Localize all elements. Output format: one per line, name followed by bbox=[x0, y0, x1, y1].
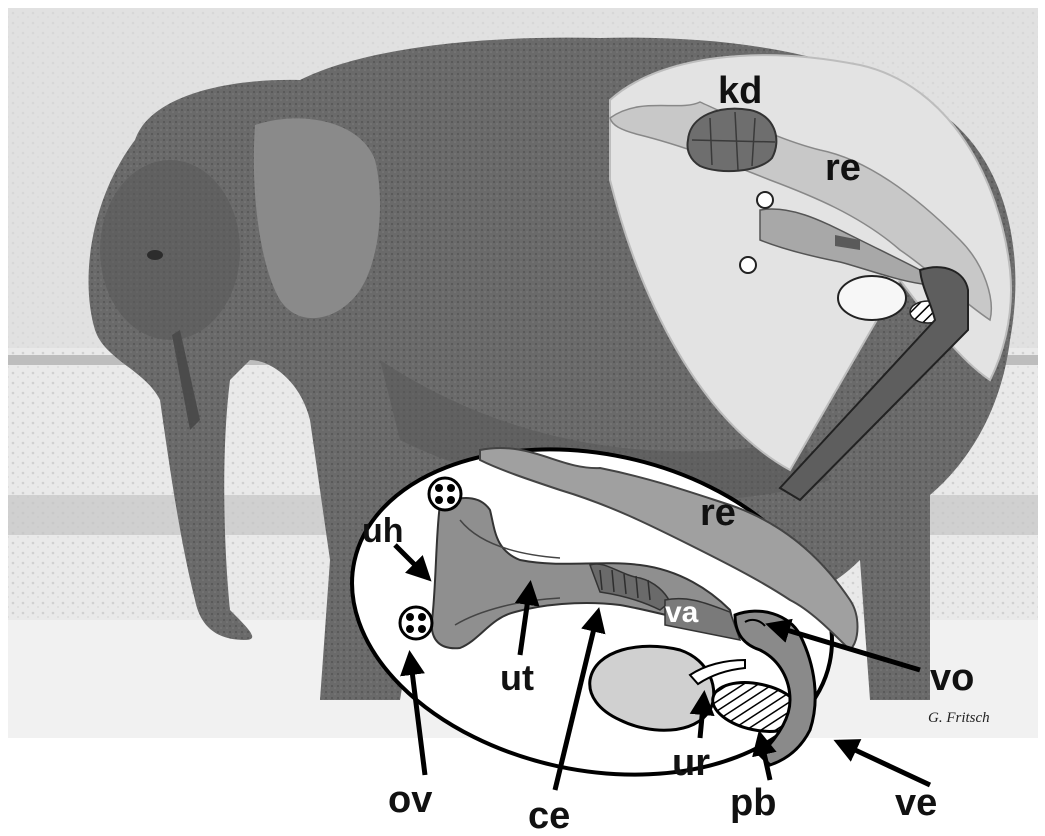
label-ve: ve bbox=[895, 782, 937, 824]
label-kd: kd bbox=[718, 70, 762, 112]
credit-text: G. Fritsch bbox=[928, 710, 990, 726]
label-va: va bbox=[665, 596, 699, 629]
label-ce: ce bbox=[528, 795, 570, 836]
label-uh: uh bbox=[362, 512, 404, 550]
arrow-ve bbox=[838, 742, 930, 785]
ovary-lower bbox=[400, 607, 432, 639]
label-ov: ov bbox=[388, 779, 432, 821]
label-vo: vo bbox=[930, 657, 974, 699]
label-ut: ut bbox=[500, 657, 534, 698]
label-ur: ur bbox=[672, 742, 710, 784]
label-re-upper: re bbox=[825, 147, 861, 189]
label-pb: pb bbox=[730, 782, 776, 824]
label-re-inset: re bbox=[700, 492, 736, 534]
ovary-upper bbox=[429, 478, 461, 510]
